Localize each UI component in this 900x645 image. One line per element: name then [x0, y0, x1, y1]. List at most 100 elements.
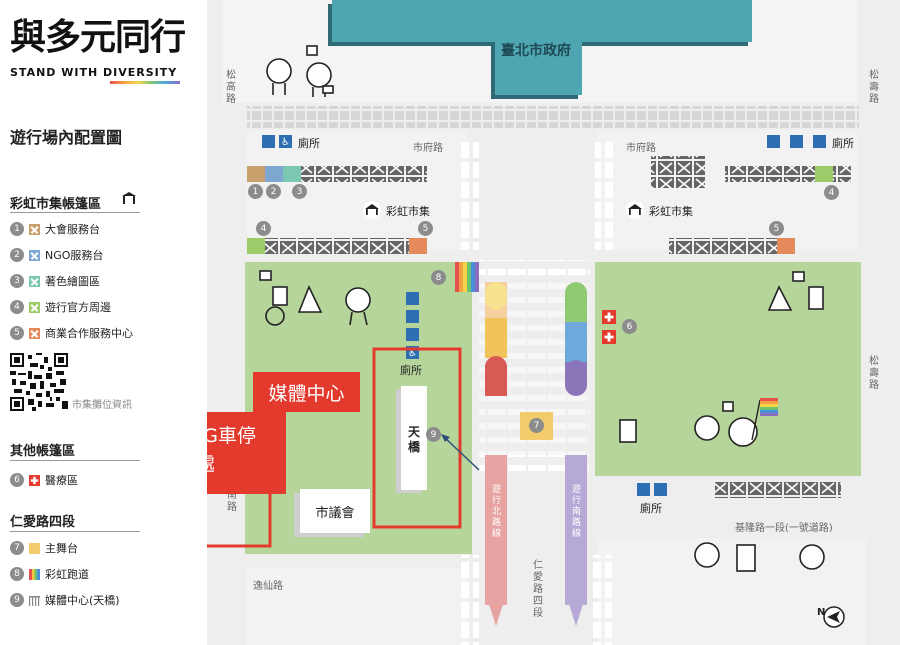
character-doodles — [259, 45, 825, 572]
bridge-label: 天橋 — [408, 425, 421, 454]
qr-label: 市集攤位資訊 — [72, 400, 132, 411]
road-label-songshou-top: 松壽路 — [869, 70, 879, 105]
map-title: 遊行場內配置圖 — [10, 128, 123, 147]
tent-business — [409, 238, 427, 254]
business-center-icon — [29, 327, 40, 339]
tent-service-desk — [247, 166, 265, 182]
toilet-label: 廁所 — [640, 502, 662, 515]
badge-6: 6 — [622, 319, 637, 334]
badge-5: 5 — [418, 221, 433, 236]
crosswalk — [457, 555, 479, 645]
crosswalk — [457, 140, 479, 250]
merchandise-icon — [29, 301, 40, 313]
north-label: N — [817, 607, 826, 618]
road-section-title: 仁愛路四段 — [10, 515, 76, 530]
legend-number: 5 — [10, 326, 24, 340]
south-route-label: 遊行南路線 — [571, 485, 581, 539]
plaza-paving — [247, 106, 859, 128]
accessible-toilet-icon — [279, 135, 292, 148]
legend-label: 醫療區 — [45, 474, 78, 487]
tent-row — [669, 238, 795, 254]
qr-code-icon[interactable] — [10, 353, 68, 411]
market-section-title: 彩虹市集帳篷區 — [10, 197, 102, 212]
market-label: 彩虹市集 — [649, 205, 693, 218]
southwest-sidewalk — [247, 568, 467, 645]
other-section-title: 其他帳篷區 — [10, 444, 76, 459]
legend-label: 遊行官方周邊 — [45, 301, 111, 314]
road-label-keelung: 基隆路一段(一號道路) — [735, 523, 833, 534]
council-building: 市議會 — [300, 489, 370, 533]
venue-map[interactable]: ♿ ♿ — [207, 0, 900, 645]
legend-label: 主舞台 — [45, 542, 78, 555]
crosswalk — [590, 555, 612, 645]
legend-item-2: 2 NGO服務台 — [10, 247, 103, 263]
badge-4: 4 — [824, 185, 839, 200]
legend-label: 彩虹跑道 — [45, 568, 89, 581]
legend-label: 大會服務台 — [45, 223, 100, 236]
badge-4: 4 — [256, 221, 271, 236]
tent-row — [247, 238, 427, 254]
sng-parking-callout: SNG車停 放處 — [207, 412, 286, 494]
city-hall-label: 臺北市政府 — [501, 43, 571, 59]
toilet-label: 廁所 — [298, 137, 320, 150]
legend-item-3: 3 著色繪圖區 — [10, 273, 100, 289]
legend-label: NGO服務台 — [45, 249, 104, 262]
southeast-sidewalk — [597, 538, 867, 645]
road-label-shifu-right: 市府路 — [626, 143, 656, 154]
pointer-arrow — [442, 435, 480, 471]
tent-ngo-desk — [265, 166, 283, 182]
crosswalk — [479, 260, 589, 282]
medical-cross-icon — [29, 474, 40, 486]
north-route-label: 遊行北路線 — [491, 485, 501, 539]
legend-number: 2 — [10, 248, 24, 262]
sng-callout-line1: SNG車停 — [207, 425, 256, 447]
tent-merchandise — [247, 238, 265, 254]
section-divider — [10, 460, 140, 461]
legend-item-5: 5 商業合作服務中心 — [10, 325, 133, 341]
badge-3: 3 — [292, 184, 307, 199]
coloring-area-icon — [29, 275, 40, 287]
legend-number: 8 — [10, 567, 24, 581]
legend-item-1: 1 大會服務台 — [10, 221, 100, 237]
legend-label: 著色繪圖區 — [45, 275, 100, 288]
east-sidewalk — [597, 130, 857, 250]
legend-item-7: 7 主舞台 — [10, 540, 78, 556]
road-label-songshou-right: 松壽路 — [869, 356, 879, 391]
road-label-west-fragment: 南路 — [227, 490, 237, 513]
rainbow-track-icon — [29, 568, 40, 580]
tent-business — [777, 238, 795, 254]
crosswalk — [595, 140, 617, 250]
legend-number: 9 — [10, 593, 24, 607]
logo-title: 與多元同行 — [10, 17, 186, 58]
bridge-icon — [29, 595, 40, 606]
toilet-label: 廁所 — [400, 364, 422, 377]
market-label: 彩虹市集 — [386, 205, 430, 218]
media-area-outline — [372, 347, 462, 529]
legend-item-6: 6 醫療區 — [10, 472, 78, 488]
road-label-yixian: 逸仙路 — [253, 581, 283, 592]
footbridge — [401, 386, 427, 490]
sng-callout-line2: 放處 — [207, 450, 286, 478]
map-drawing: ♿ ♿ — [207, 0, 867, 645]
logo-subtitle: STAND WITH DIVERSITY — [10, 66, 178, 79]
tent-coloring — [283, 166, 301, 182]
toilet-label: 廁所 — [832, 137, 854, 150]
stage-icon — [29, 542, 40, 554]
legend-item-8: 8 彩虹跑道 — [10, 566, 89, 582]
badge-1: 1 — [248, 184, 263, 199]
badge-9: 9 — [426, 427, 441, 442]
badge-8: 8 — [431, 270, 446, 285]
badge-2: 2 — [266, 184, 281, 199]
tent-icon — [122, 192, 136, 204]
legend-number: 4 — [10, 300, 24, 314]
logo-rainbow-bar — [110, 81, 180, 84]
city-hall-building — [332, 0, 752, 95]
service-desk-icon — [29, 223, 40, 235]
rainbow-track-marker — [455, 262, 479, 292]
road-label-renai: 仁愛路四段 — [533, 560, 543, 619]
road-label-songgao: 松高路 — [226, 70, 236, 105]
legend-number: 7 — [10, 541, 24, 555]
tent-merchandise — [815, 166, 833, 182]
pride-flag — [751, 398, 778, 441]
badge-7: 7 — [529, 418, 544, 433]
